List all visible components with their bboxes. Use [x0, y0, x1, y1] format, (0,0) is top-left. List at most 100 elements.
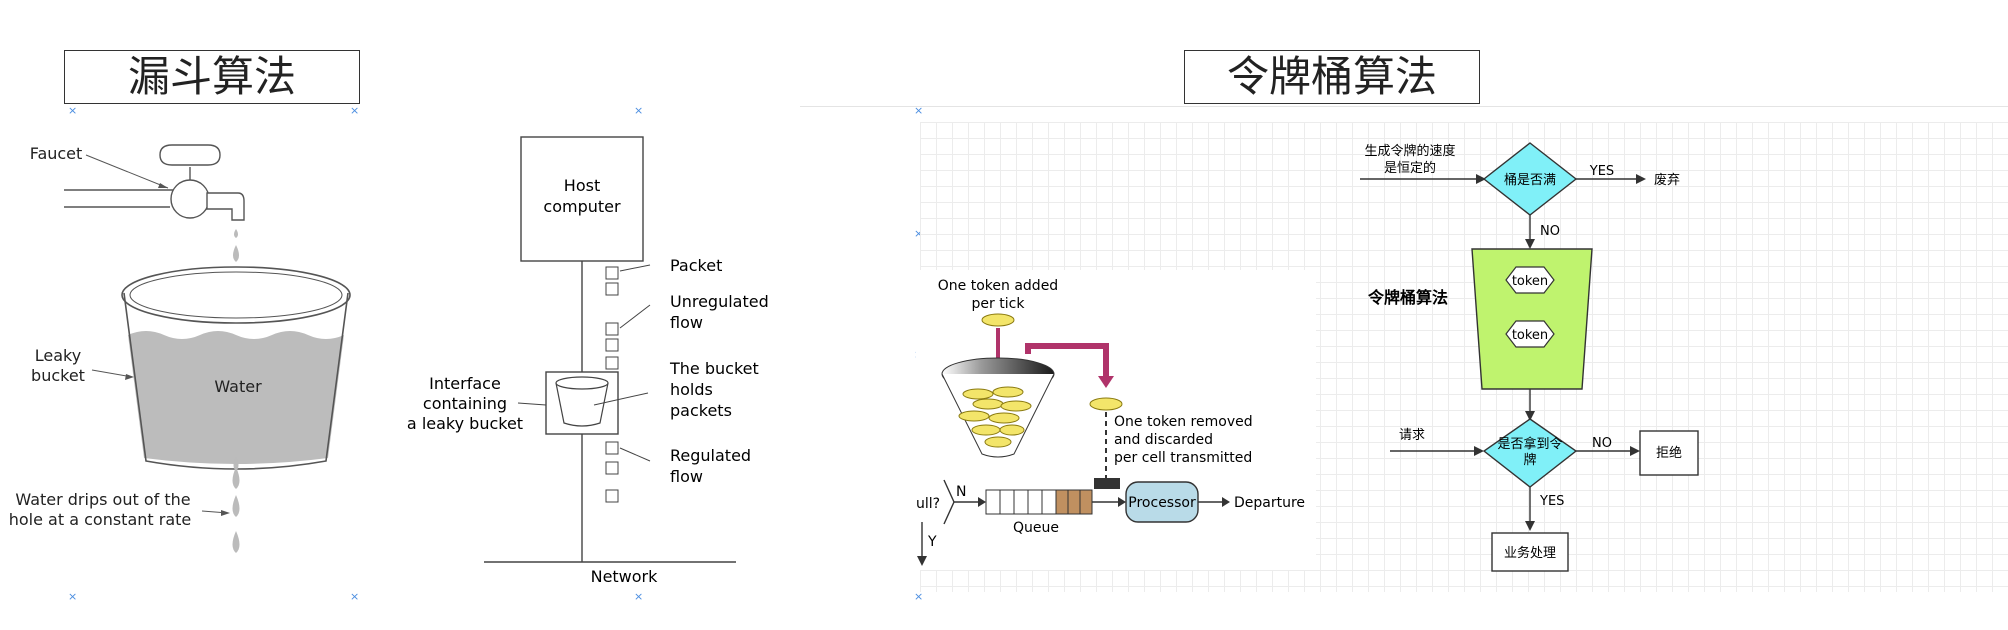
queued-cell: [1079, 489, 1093, 515]
diagram-shape: [1098, 376, 1114, 388]
water-drop: [234, 229, 238, 238]
rate-label: 是恒定的: [1384, 160, 1436, 176]
diagram-shape: [985, 489, 1001, 515]
departure-label: Departure: [1234, 495, 1305, 511]
diagram-shape: [555, 376, 609, 390]
packet: [605, 461, 619, 475]
algorithm-label: 令牌桶算法: [1367, 288, 1448, 307]
selection-handle[interactable]: ×: [914, 104, 924, 117]
selection-handle[interactable]: ×: [914, 590, 924, 603]
token-bucket-flowchart: 生成令牌的速度 是恒定的 桶是否满 YES 废弃 NO 令牌桶算法 token …: [1360, 142, 1699, 572]
token-hexagon: [1505, 266, 1555, 294]
drips-label: hole at a constant rate: [9, 510, 192, 529]
diagram-shape: [1630, 446, 1640, 456]
token-coin: [992, 386, 1024, 398]
diagram-shape: [1041, 489, 1057, 515]
network-label: Network: [591, 567, 659, 586]
packet: [605, 282, 619, 296]
diagram-shape: [1118, 497, 1126, 507]
selection-handle[interactable]: ×: [68, 590, 78, 603]
packet: [605, 356, 619, 370]
token-label: token: [1512, 274, 1548, 289]
diagram-shape: [85, 154, 169, 189]
token-added-label: per tick: [972, 296, 1026, 312]
token-coin: [1000, 400, 1032, 412]
selection-handle[interactable]: ×: [914, 227, 924, 240]
bucket-full-label: 桶是否满: [1504, 173, 1556, 188]
interface-label: a leaky bucket: [407, 414, 523, 433]
diagram-shape: [1474, 446, 1484, 456]
diagram-shape: [517, 402, 547, 406]
regulated-label: Regulated: [670, 446, 751, 465]
request-label: 请求: [1399, 428, 1425, 443]
bucket-holds-label: packets: [670, 401, 732, 420]
leaky-bucket-title: 漏斗算法: [64, 50, 360, 104]
diagram-shape: [1476, 174, 1486, 184]
water-drop: [233, 245, 239, 262]
token-removed-label: and discarded: [1114, 432, 1213, 448]
token-added-label: One token added: [938, 278, 1058, 294]
canvas-top-edge: [800, 106, 2008, 107]
token-label: token: [1512, 328, 1548, 343]
host-computer-label: computer: [543, 197, 621, 216]
interface-label: Interface: [429, 374, 501, 393]
water-drop: [232, 495, 240, 517]
diagram-shape: [1636, 174, 1646, 184]
y-label: Y: [927, 534, 937, 550]
diagram-shape: [619, 264, 651, 272]
diagram-shape: [1222, 497, 1230, 507]
selection-handle[interactable]: ×: [350, 590, 360, 603]
token-coin: [962, 388, 994, 400]
interface-label: containing: [423, 394, 507, 413]
diagram-shape: [1525, 411, 1535, 421]
diagram-shape: [125, 374, 134, 380]
packet: [605, 322, 619, 336]
leaky-bucket-illustration: Faucet Leaky bucket Water Water drips ou…: [9, 144, 351, 553]
full-label: ull?: [916, 496, 940, 512]
token-coin: [972, 398, 1004, 410]
diagram-shape: [1525, 239, 1535, 249]
diagram-shape: [159, 144, 221, 166]
selection-handle[interactable]: ×: [350, 104, 360, 117]
diagram-shape: [593, 392, 649, 406]
unregulated-label: flow: [670, 313, 703, 332]
n-label: N: [956, 484, 966, 500]
water-drop: [233, 455, 239, 471]
yes-label: YES: [1539, 494, 1564, 509]
queued-cell: [1055, 489, 1069, 515]
token-bucket-illustration: One token added per tick One token remov…: [916, 270, 1316, 570]
token-coin: [981, 313, 1015, 327]
diagram-shape: [121, 266, 351, 324]
diagram-shape: [158, 183, 168, 188]
no-label: NO: [1592, 436, 1612, 451]
processor-label: Processor: [1128, 495, 1196, 511]
bucket-holds-label: holds: [670, 380, 713, 399]
get-token-label: 是否拿到令: [1497, 436, 1562, 452]
diagram-shape: [619, 304, 651, 329]
token-coin: [984, 436, 1012, 448]
no-label: NO: [1540, 224, 1560, 239]
selection-handle[interactable]: ×: [634, 590, 644, 603]
diagram-shape: [1025, 343, 1109, 378]
leaky-bucket-label: Leaky: [35, 346, 81, 365]
discard-label: 废弃: [1654, 172, 1680, 188]
selection-handle[interactable]: ×: [68, 104, 78, 117]
token-coin: [1089, 397, 1123, 411]
water-drop: [232, 531, 240, 553]
diagram-shape: [170, 179, 210, 219]
packet: [605, 338, 619, 352]
diagram-shape: [917, 556, 927, 566]
diagram-shape: [619, 447, 651, 462]
water-drop: [232, 467, 240, 489]
token-coin: [971, 424, 1001, 436]
selection-handle[interactable]: ×: [634, 104, 644, 117]
leaky-bucket-label: bucket: [31, 366, 85, 385]
packet: [605, 489, 619, 503]
diagram-shape: [1027, 489, 1043, 515]
water-label: Water: [214, 377, 262, 396]
diagram-shape: [221, 510, 230, 516]
diagram-shape: [943, 501, 955, 525]
reject-label: 拒绝: [1656, 445, 1682, 461]
token-bucket: [1471, 248, 1593, 390]
get-token-label: 牌: [1523, 452, 1536, 468]
